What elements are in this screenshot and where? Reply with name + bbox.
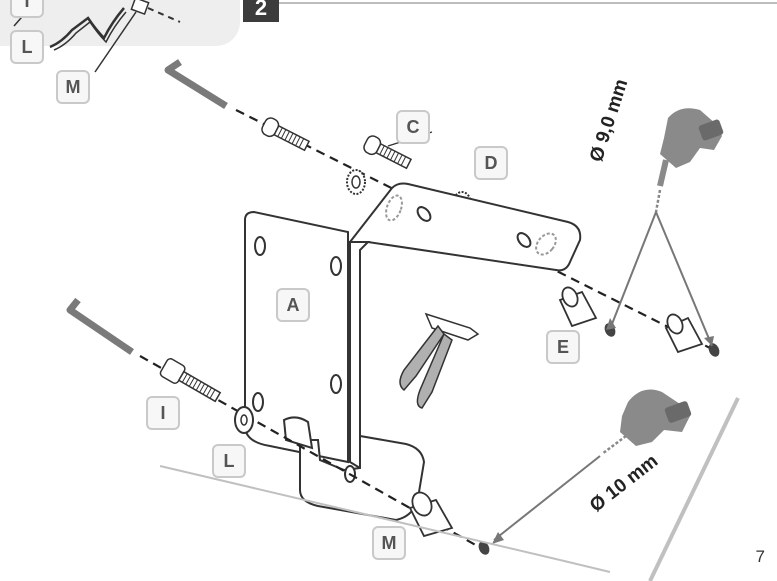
page-number: 7: [755, 547, 765, 566]
inset-bracket-fragment: [13, 0, 181, 73]
rivet-gun-icon: [399, 312, 480, 409]
label-m: M: [372, 526, 406, 560]
rivet-nut-icon: [408, 491, 490, 555]
label-l: L: [212, 444, 246, 478]
step-header-rule: [279, 2, 777, 4]
label-i-top: I: [10, 0, 44, 18]
step-badge: 2: [243, 0, 279, 22]
bolt-icon: [159, 358, 222, 403]
label-c: C: [396, 110, 430, 144]
rivet-nut-icon: [664, 313, 720, 357]
bracket-a: [244, 182, 582, 522]
hex-key-icon: [66, 297, 134, 355]
label-i: I: [146, 396, 180, 430]
washer-icon: [234, 406, 254, 434]
label-e: E: [546, 330, 580, 364]
washer-icon: [346, 169, 366, 195]
hex-key-icon: [164, 59, 228, 109]
bolt-icon: [363, 135, 413, 170]
drill-icon: [492, 389, 692, 544]
wall-outline: [159, 397, 740, 581]
label-a: A: [276, 288, 310, 322]
label-d: D: [474, 146, 508, 180]
bolt-icon: [261, 117, 311, 152]
drill-icon: [606, 108, 724, 347]
label-l-top: L: [10, 30, 44, 64]
label-m-top: M: [56, 70, 90, 104]
